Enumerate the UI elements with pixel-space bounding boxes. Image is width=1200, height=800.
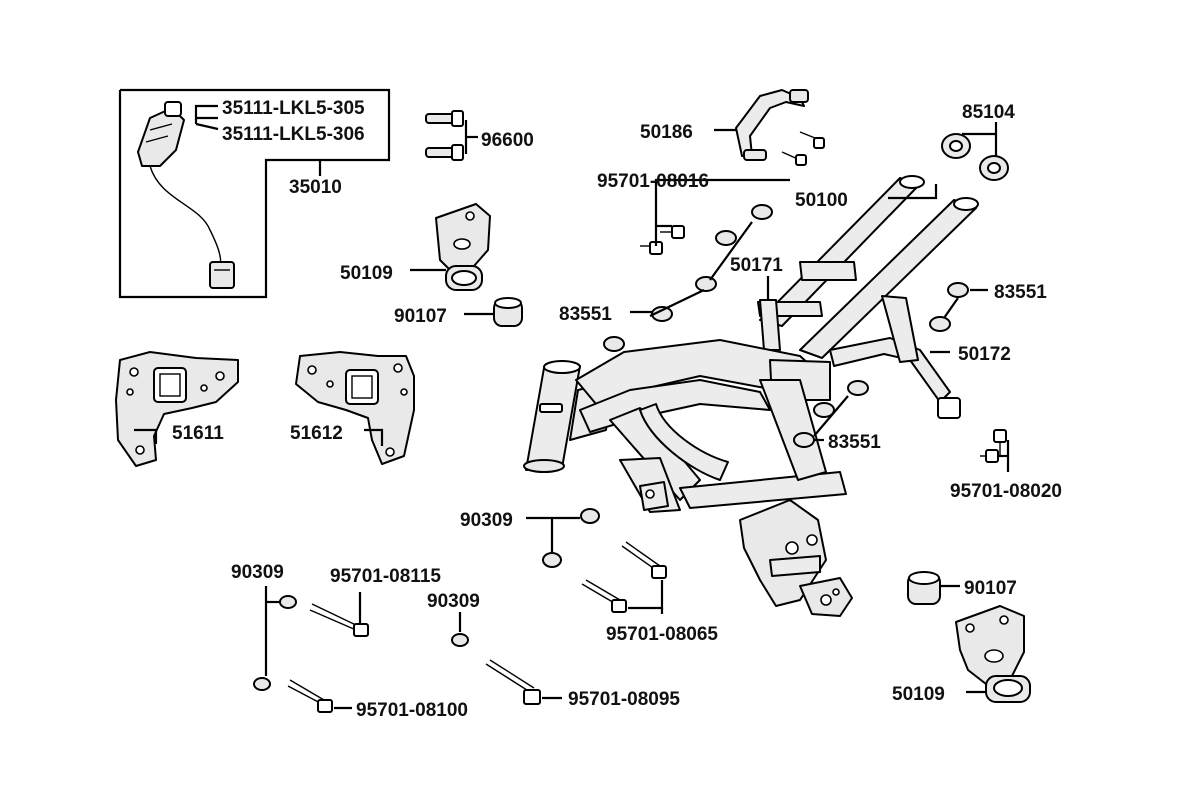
- washers-83551-a: 83551: [559, 204, 773, 352]
- ignition-switch-part: [137, 101, 235, 289]
- label-50171: 50171: [730, 255, 783, 276]
- label-95701-08016: 95701-08016: [597, 171, 709, 192]
- label-95701-08095: 95701-08095: [568, 689, 680, 710]
- label-35010: 35010: [289, 177, 342, 198]
- washers-83551-c: 83551: [793, 380, 881, 453]
- label-50100: 50100: [795, 190, 848, 211]
- bracket-50109-bottom: 50109: [892, 605, 1031, 705]
- label-50109-top: 50109: [340, 263, 393, 284]
- caps-85104: 85104: [941, 102, 1015, 181]
- plate-51611: 51611: [115, 351, 239, 467]
- bushing-90107-top: 90107: [394, 297, 523, 327]
- nuts-90309-a: 90309: [460, 508, 600, 568]
- label-90309-c: 90309: [427, 591, 480, 612]
- screws-96600: 96600: [425, 110, 534, 161]
- label-50172: 50172: [958, 344, 1011, 365]
- bolts-95701-08016: 95701-08016: [597, 171, 790, 255]
- label-90309-b: 90309: [231, 562, 284, 583]
- bracket-50172: 50172: [829, 295, 1011, 419]
- label-83551-c: 83551: [828, 432, 881, 453]
- label-50109-bottom: 50109: [892, 684, 945, 705]
- label-95701-08020: 95701-08020: [950, 481, 1062, 502]
- label-85104: 85104: [962, 102, 1015, 123]
- label-51611: 51611: [172, 423, 224, 444]
- bolts-95701-08020: 95701-08020: [950, 429, 1062, 502]
- washers-83551-b: 83551: [929, 282, 1047, 332]
- label-35111-lkl5-305: 35111-LKL5-305: [222, 98, 365, 119]
- main-frame-50100: 50100: [523, 175, 979, 617]
- label-90107-top: 90107: [394, 306, 447, 327]
- label-51612: 51612: [290, 423, 343, 444]
- bolt-95701-08095: 95701-08095: [485, 659, 680, 710]
- label-95701-08100: 95701-08100: [356, 700, 468, 721]
- bushing-90107-bottom: 90107: [907, 571, 1017, 605]
- label-35111-lkl5-306: 35111-LKL5-306: [222, 124, 365, 145]
- label-83551-b: 83551: [994, 282, 1047, 303]
- label-96600: 96600: [481, 130, 534, 151]
- label-95701-08065: 95701-08065: [606, 624, 718, 645]
- bolt-95701-08100: 95701-08100: [287, 679, 468, 721]
- nuts-90309-b: 90309: [231, 562, 297, 691]
- handle-50186: 50186: [640, 89, 825, 166]
- label-83551-a: 83551: [559, 304, 612, 325]
- label-90309-a: 90309: [460, 510, 513, 531]
- bolt-95701-08115: 95701-08115: [309, 566, 441, 637]
- nut-90309-c: 90309: [427, 591, 480, 647]
- bracket-50109-top: 50109: [340, 203, 491, 291]
- ignition-switch-inset: 35111-LKL5-305 35111-LKL5-306 35010: [118, 88, 391, 299]
- bolts-95701-08065: 95701-08065: [581, 541, 718, 645]
- label-50186: 50186: [640, 122, 693, 143]
- plate-51612: 51612: [290, 351, 415, 465]
- label-90107-bottom: 90107: [964, 578, 1017, 599]
- label-95701-08115: 95701-08115: [330, 566, 441, 587]
